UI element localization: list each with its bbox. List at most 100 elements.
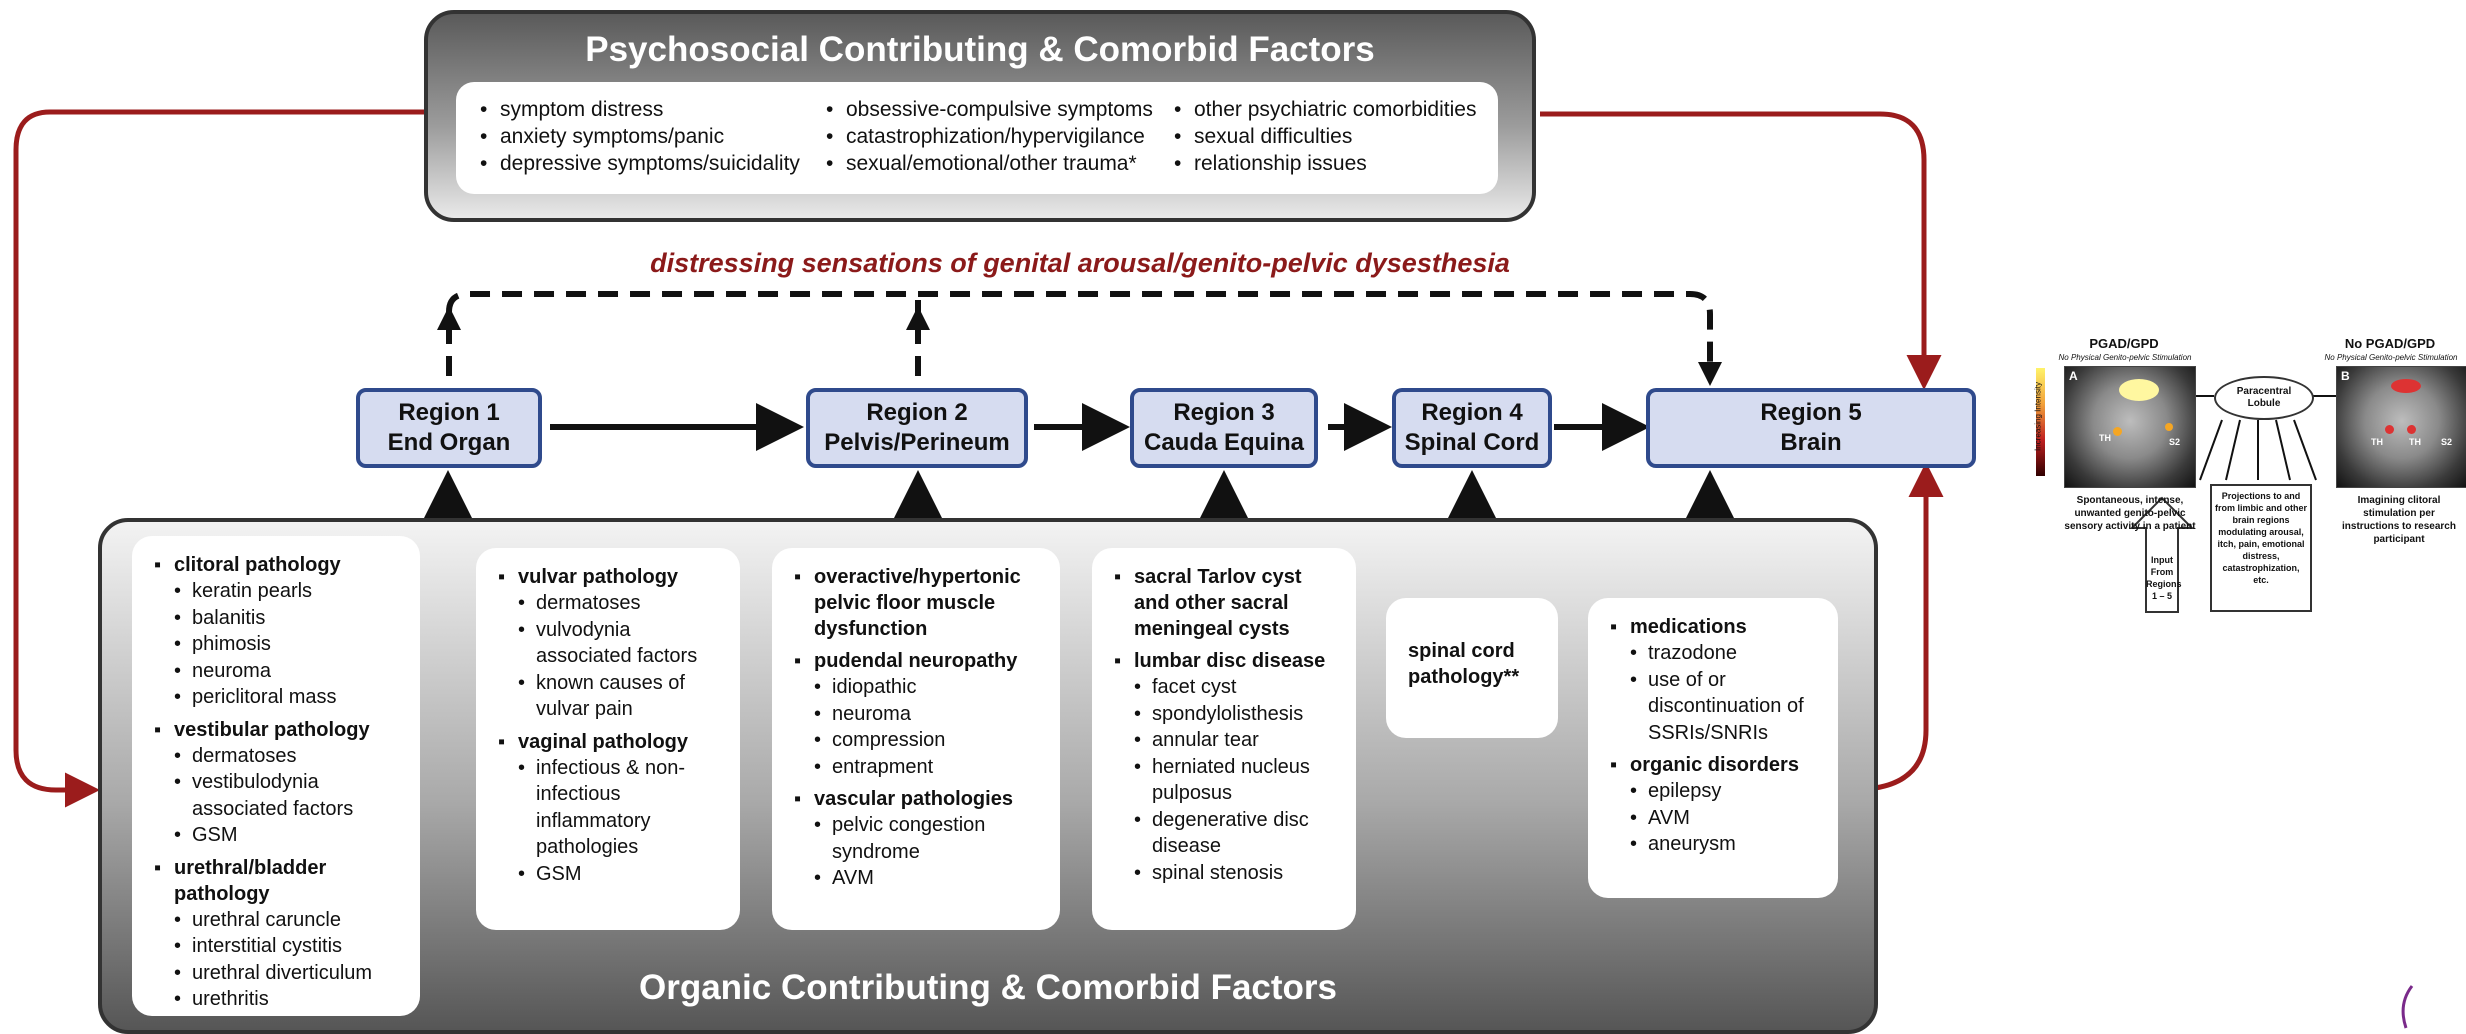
list-item: neuroma [174, 658, 406, 685]
list-item: periclitoral mass [174, 684, 406, 711]
region-2-box: Region 2 Pelvis/Perineum [806, 388, 1028, 468]
activation-blob [2407, 425, 2416, 434]
region-sub: Pelvis/Perineum [824, 429, 1010, 456]
region-name: Region 2 [866, 399, 968, 426]
th-label: TH [2099, 433, 2111, 443]
region-3-box: Region 3 Cauda Equina [1130, 388, 1318, 468]
region-4-box: Region 4 Spinal Cord [1392, 388, 1552, 468]
organic-card-cauda: sacral Tarlov cyst and other sacral meni… [1092, 548, 1356, 930]
inset-right-title: No PGAD/GPD [2344, 336, 2436, 351]
squiggle-mark [2401, 985, 2414, 1029]
psychosocial-list-box: symptom distress anxiety symptoms/panic … [456, 82, 1498, 194]
section-heading: organic disorders [1610, 752, 1824, 778]
activation-blob [2385, 425, 2394, 434]
inset-left-subtitle: No Physical Genito-pelvic Stimulation [2058, 353, 2192, 362]
organic-card-pelvis: overactive/hypertonic pelvic floor muscl… [772, 548, 1060, 930]
panel-a-label: A [2069, 369, 2078, 383]
psychosocial-col-2: obsessive-compulsive symptoms catastroph… [824, 96, 1153, 177]
region-name: Region 1 [398, 399, 500, 426]
dysesthesia-label: distressing sensations of genital arousa… [650, 248, 1510, 278]
list-item: catastrophization/hypervigilance [824, 123, 1153, 150]
list-item: relationship issues [1172, 150, 1476, 177]
list-item: depressive symptoms/suicidality [478, 150, 800, 177]
organic-title: Organic Contributing & Comorbid Factors [638, 968, 1338, 1007]
section-heading: sacral Tarlov cyst and other sacral meni… [1114, 564, 1342, 642]
activation-blob [2165, 423, 2173, 431]
list-item: facet cyst [1134, 674, 1342, 701]
organic-card-vulvar: vulvar pathology dermatoses vulvodynia a… [476, 548, 740, 930]
th-label: TH [2371, 437, 2383, 447]
input-big-arrow [2129, 496, 2195, 613]
inset-left-caption: Spontaneous, intense, unwanted genito-pe… [2064, 495, 2196, 532]
list-item: vestibulodynia associated factors [174, 769, 406, 822]
list-item: GSM [174, 822, 406, 849]
brain-scan-b: B TH TH S2 [2336, 366, 2466, 488]
inset-mid-caption-box: Projections to and from limbic and other… [2210, 484, 2312, 612]
organic-card-end-organ: clitoral pathology keratin pearls balani… [132, 536, 420, 1016]
region-name: Region 4 [1421, 399, 1523, 426]
list-item: sexual/emotional/other trauma* [824, 150, 1153, 177]
red-arrow-right-top [1540, 111, 1942, 390]
list-item: urethral caruncle [174, 907, 406, 934]
list-item: urethritis [174, 986, 406, 1013]
list-item: interstitial cystitis [174, 933, 406, 960]
list-item: use of or discontinuation of SSRIs/SNRIs [1630, 667, 1824, 747]
list-item: vulvodynia associated factors [518, 617, 726, 670]
red-feedback-arrows [13, 109, 1944, 808]
list-item: dermatoses [174, 743, 406, 770]
list-item: AVM [1630, 805, 1824, 832]
list-item: herniated nucleus pulposus [1134, 754, 1342, 807]
region-1-box: Region 1 End Organ [356, 388, 542, 468]
psychosocial-panel: Psychosocial Contributing & Comorbid Fac… [424, 10, 1536, 222]
section-heading: urethral/bladder pathology [154, 855, 406, 907]
dashed-arrowheads [437, 306, 1722, 386]
region-sub: End Organ [387, 429, 511, 456]
list-item: trazodone [1630, 640, 1824, 667]
activation-blob [2391, 379, 2421, 393]
list-item: anxiety symptoms/panic [478, 123, 800, 150]
panel-b-label: B [2341, 369, 2350, 383]
organic-card-brain: medications trazodone use of or disconti… [1588, 598, 1838, 898]
red-arrow-right-bottom [1874, 462, 1944, 791]
psychosocial-col-1: symptom distress anxiety symptoms/panic … [478, 96, 800, 177]
inset-right-subtitle: No Physical Genito-pelvic Stimulation [2324, 353, 2458, 362]
inset-left-title: PGAD/GPD [2089, 336, 2159, 351]
list-item: keratin pearls [174, 578, 406, 605]
intensity-scale-label: Increasing Intensity [2033, 382, 2043, 451]
region-sub: Brain [1780, 429, 1842, 456]
section-heading: vestibular pathology [154, 717, 406, 743]
list-item: GSM [518, 861, 726, 888]
list-item: symptom distress [478, 96, 800, 123]
list-item: idiopathic [814, 674, 1046, 701]
paracentral-lobule-ellipse: Paracentral Lobule [2214, 376, 2314, 420]
list-item: dermatoses [518, 590, 726, 617]
region-name: Region 5 [1760, 399, 1862, 426]
list-item: spondylolisthesis [1134, 701, 1342, 728]
section-heading: lumbar disc disease [1114, 648, 1342, 674]
list-item: entrapment [814, 754, 1046, 781]
th-label: TH [2409, 437, 2421, 447]
list-item: known causes of vulvar pain [518, 670, 726, 723]
activation-blob [2119, 379, 2159, 401]
intensity-scale-bar [2036, 368, 2045, 476]
activation-blob [2113, 427, 2122, 436]
brain-scan-a: A TH S2 [2064, 366, 2196, 488]
section-heading: vulvar pathology [498, 564, 726, 590]
region-name: Region 3 [1173, 399, 1275, 426]
region-5-box: Region 5 Brain [1646, 388, 1976, 468]
list-item: urethral diverticulum [174, 960, 406, 987]
region-sub: Spinal Cord [1404, 429, 1540, 456]
psychosocial-title: Psychosocial Contributing & Comorbid Fac… [585, 30, 1375, 69]
list-item: compression [814, 727, 1046, 754]
organic-card-spinal: spinal cord pathology** [1386, 598, 1558, 738]
section-heading: vascular pathologies [794, 786, 1046, 812]
list-item: other psychiatric comorbidities [1172, 96, 1476, 123]
dashed-arrows [446, 291, 1713, 380]
section-heading: medications [1610, 614, 1824, 640]
section-heading: pudendal neuropathy [794, 648, 1046, 674]
psychosocial-col-3: other psychiatric comorbidities sexual d… [1172, 96, 1476, 177]
list-item: spinal stenosis [1134, 860, 1342, 887]
list-item: AVM [814, 865, 1046, 892]
red-arrow-left-loop [13, 109, 424, 808]
inset-mid-caption: Projections to and from limbic and other… [2214, 491, 2307, 585]
